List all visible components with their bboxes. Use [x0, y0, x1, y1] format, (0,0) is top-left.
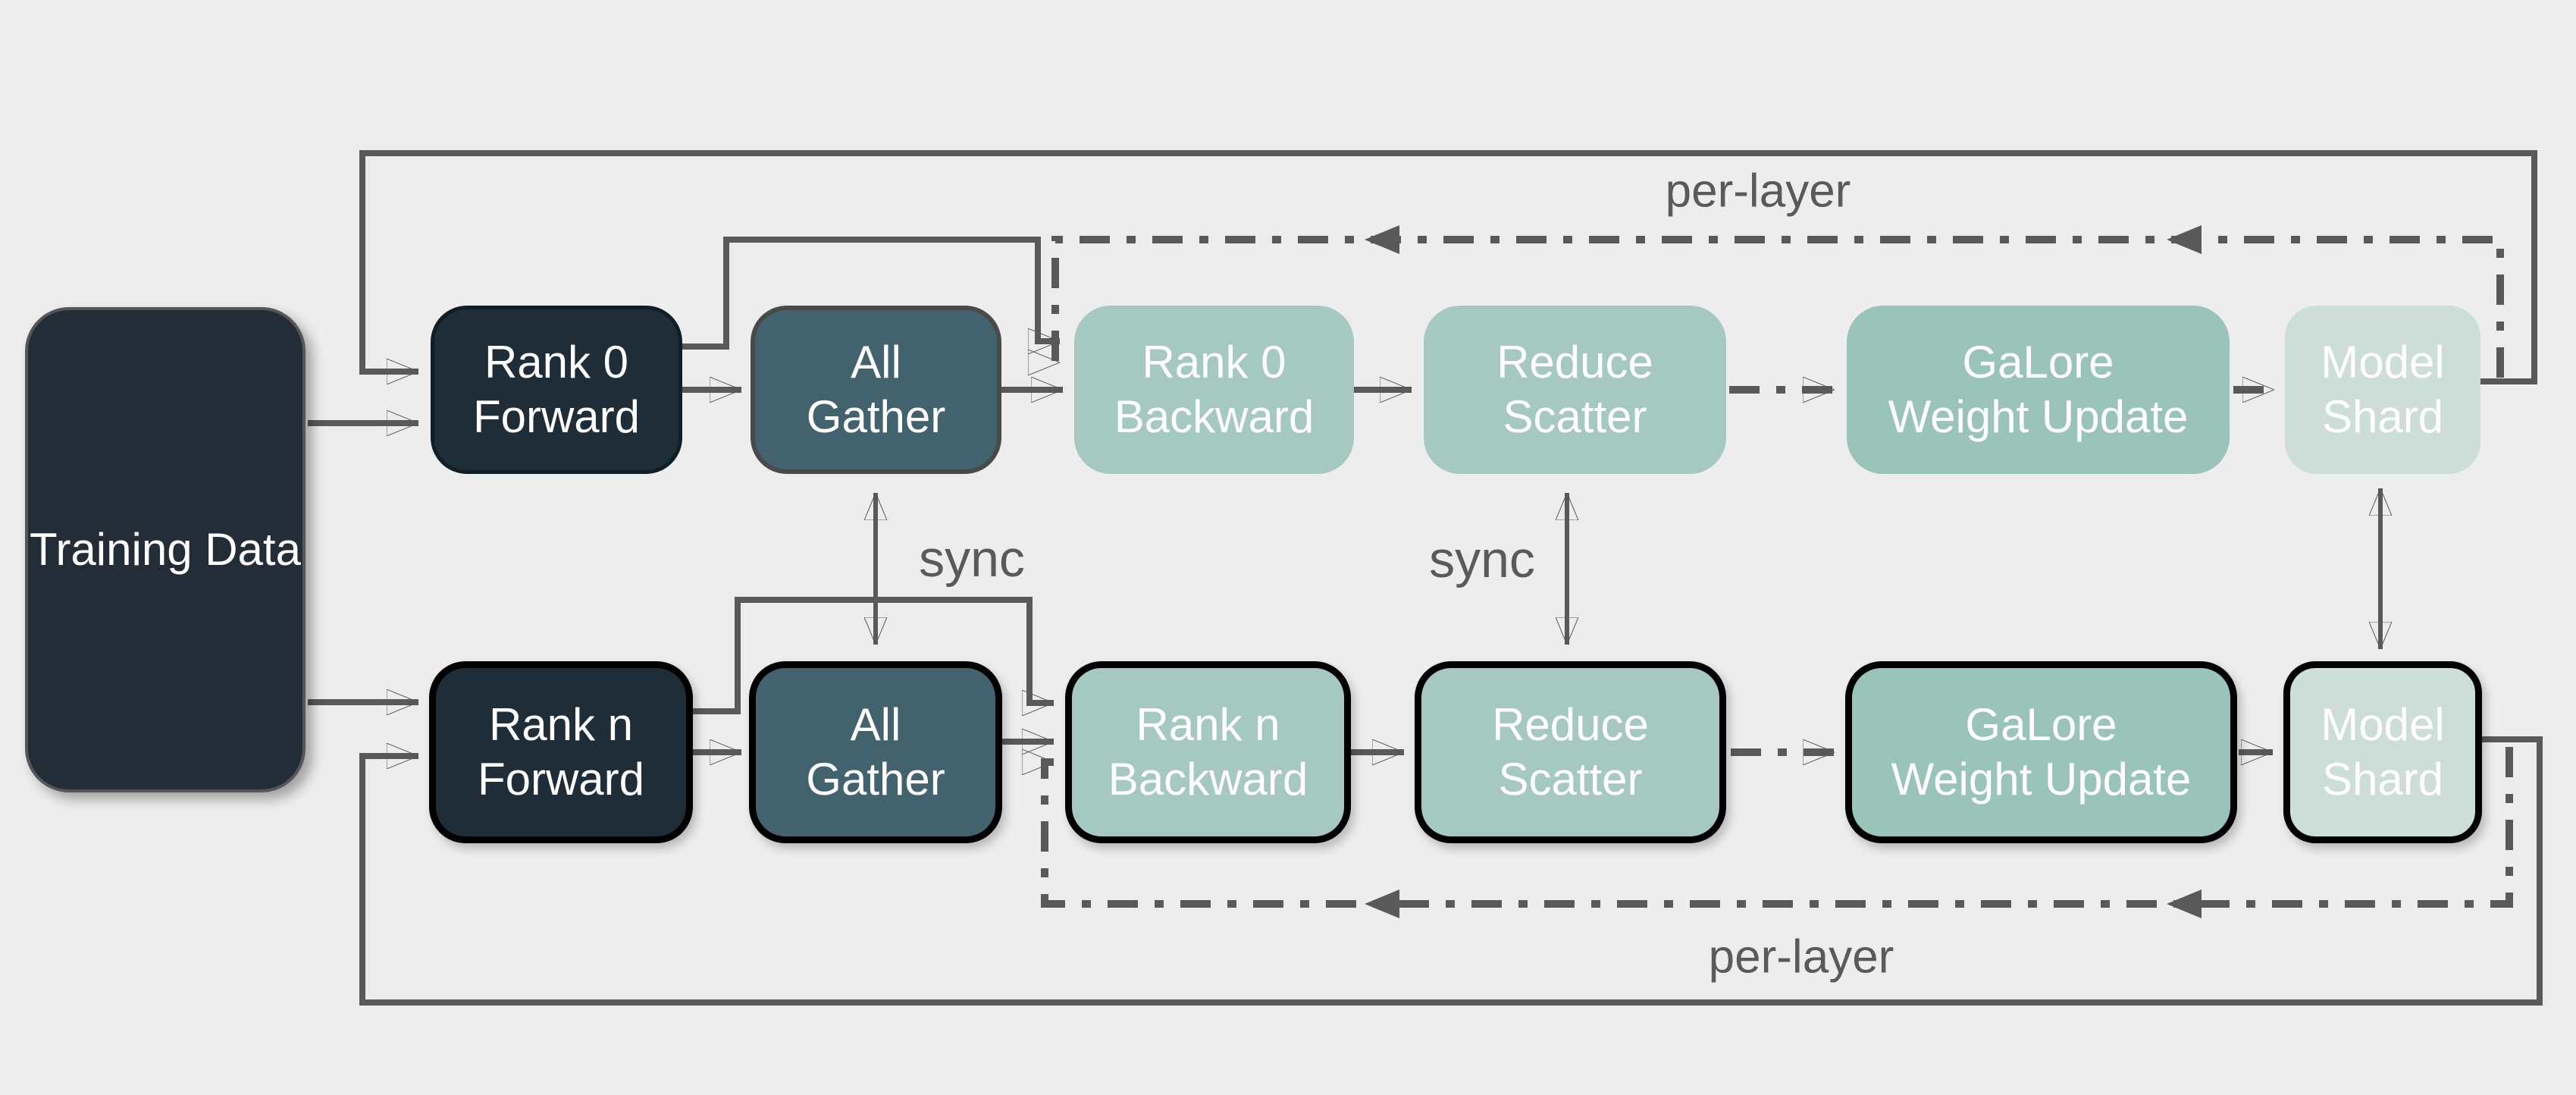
- per-layer-mid-arrow-bottom-left: [1365, 889, 1399, 918]
- node-reduce-scatter-rank0: Reduce Scatter: [1424, 306, 1726, 474]
- node-rank-n-forward: Rank n Forward: [429, 661, 693, 843]
- node-rank-0-forward: Rank 0 Forward: [431, 306, 682, 474]
- node-model-shard-rank0: Model Shard: [2285, 306, 2480, 474]
- node-label: GaLore Weight Update: [1891, 699, 2192, 805]
- node-label: Model Shard: [2321, 337, 2445, 442]
- sync-label-reduce-scatter: sync: [1429, 531, 1535, 588]
- node-training-data: Training Data: [25, 307, 306, 792]
- node-model-shard-rankn: Model Shard: [2283, 661, 2482, 843]
- node-label: Model Shard: [2321, 699, 2445, 805]
- node-label: All Gather: [806, 337, 946, 442]
- node-label: Reduce Scatter: [1496, 337, 1653, 442]
- node-rank-0-backward: Rank 0 Backward: [1074, 306, 1354, 474]
- per-layer-label-bottom: per-layer: [1708, 930, 1894, 984]
- node-label: Reduce Scatter: [1492, 699, 1649, 805]
- node-galore-weight-update-rank0: GaLore Weight Update: [1847, 306, 2230, 474]
- node-rank-n-backward: Rank n Backward: [1065, 661, 1351, 843]
- node-label: All Gather: [806, 699, 945, 805]
- node-label: Rank 0 Backward: [1114, 337, 1315, 442]
- node-label: Rank n Backward: [1108, 699, 1308, 805]
- node-all-gather-rankn: All Gather: [749, 661, 1002, 843]
- per-layer-mid-arrow-bottom-right: [2167, 889, 2202, 918]
- sync-label-all-gather: sync: [919, 530, 1025, 588]
- per-layer-label-top: per-layer: [1665, 165, 1851, 218]
- node-reduce-scatter-rankn: Reduce Scatter: [1415, 661, 1726, 843]
- node-label: Training Data: [30, 524, 301, 575]
- per-layer-mid-arrow-top-right: [2167, 225, 2202, 254]
- node-galore-weight-update-rankn: GaLore Weight Update: [1845, 661, 2237, 843]
- node-label: Rank 0 Forward: [472, 337, 641, 442]
- node-label: Rank n Forward: [477, 699, 645, 805]
- node-all-gather-rank0: All Gather: [751, 306, 1001, 474]
- per-layer-mid-arrow-top-left: [1365, 225, 1399, 254]
- node-label: GaLore Weight Update: [1888, 337, 2189, 442]
